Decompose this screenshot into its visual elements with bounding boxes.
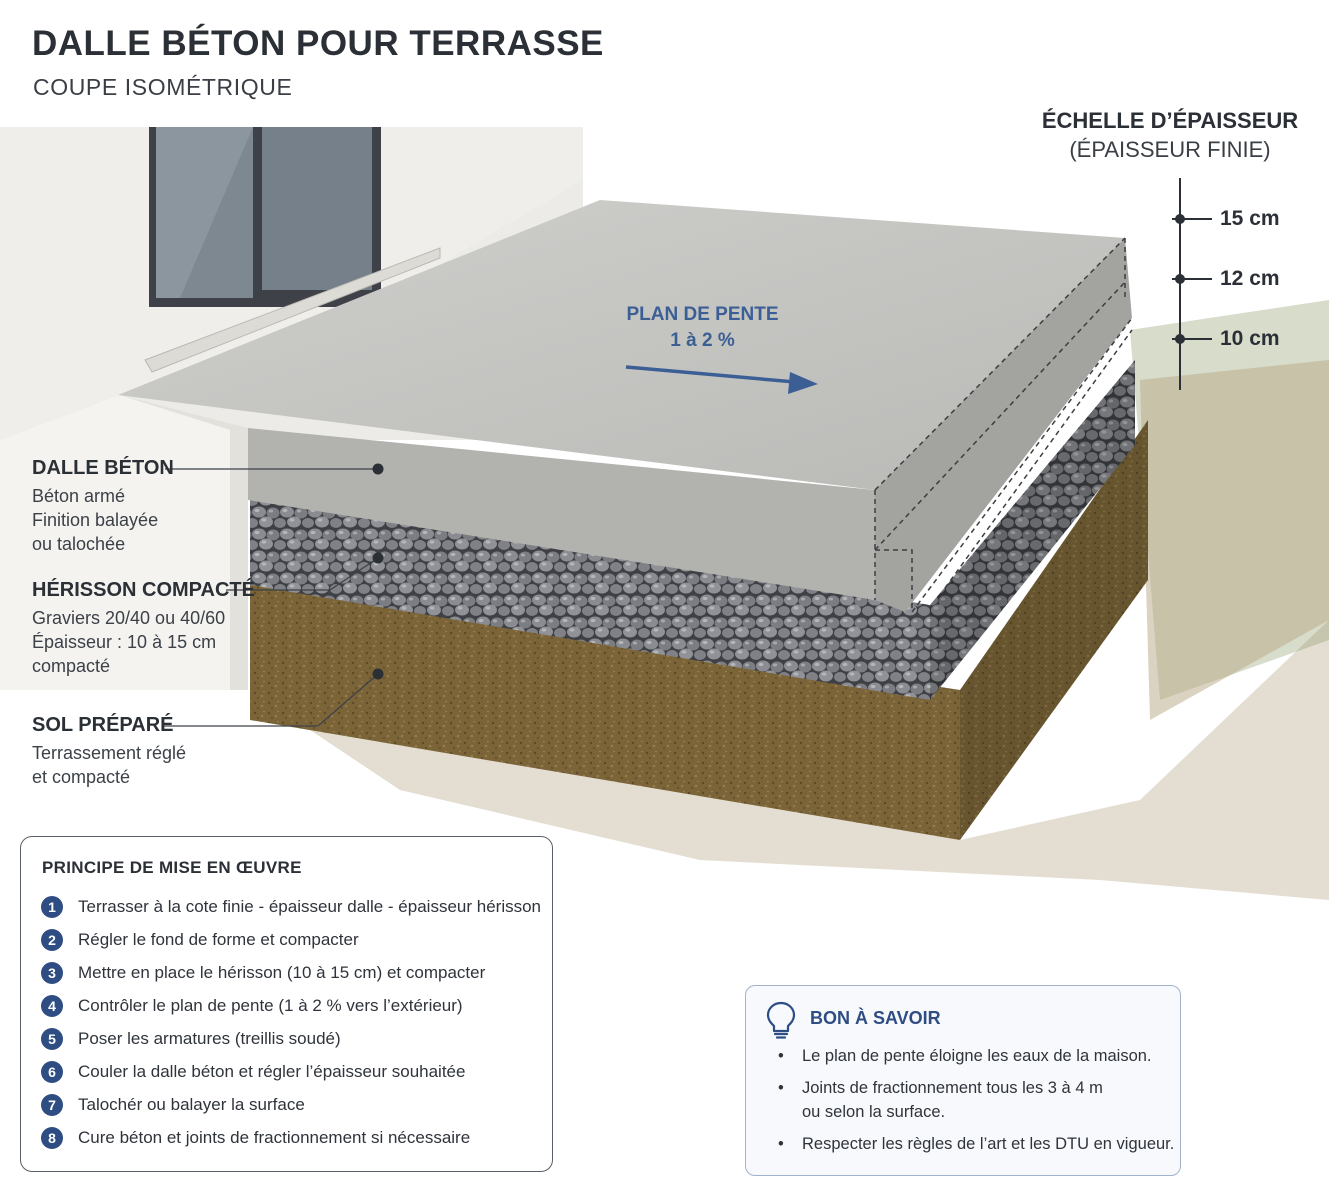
tip-text: ou selon la surface. [802,1103,946,1121]
step-item: 8 Cure béton et joints de fractionnement… [41,1125,470,1151]
callout-line: et compacté [32,767,131,787]
step-item: 4 Contrôler le plan de pente (1 à 2 % ve… [41,993,463,1019]
callout-herisson: HÉRISSON COMPACTÉ Graviers 20/40 ou 40/6… [32,579,255,678]
step-item: 2 Régler le fond de forme et compacter [41,927,359,953]
callout-line: compacté [32,656,111,676]
callout-line: Béton armé [32,486,126,506]
step-item: 7 Talochér ou balayer la surface [41,1092,305,1118]
step-text: Cure béton et joints de fractionnement s… [78,1128,471,1147]
scale-label-15: 15 cm [1220,207,1280,230]
lightbulb-icon [766,1001,796,1039]
step-text: Contrôler le plan de pente (1 à 2 % vers… [78,996,463,1015]
callout-line: Graviers 20/40 ou 40/60 [32,608,226,628]
bullet-icon: • [778,1079,784,1097]
step-number-badge: 5 [41,1028,63,1050]
step-text: Talochér ou balayer la surface [78,1095,305,1114]
step-item: 5 Poser les armatures (treillis soudé) [41,1026,341,1052]
step-text: Mettre en place le hérisson (10 à 15 cm)… [78,963,486,982]
page-subtitle: COUPE ISOMÉTRIQUE [33,74,293,100]
step-text: Terrasser à la cote finie - épaisseur da… [78,897,542,916]
callout-title: SOL PRÉPARÉ [32,714,174,736]
steps-panel: PRINCIPE DE MISE EN ŒUVRE 1 Terrasser à … [20,836,553,1172]
tip-panel: BON À SAVOIR • Le plan de pente éloigne l… [745,985,1181,1176]
steps-panel-title: PRINCIPE DE MISE EN ŒUVRE [42,858,302,877]
step-number-badge: 8 [41,1127,63,1149]
step-number-badge: 2 [41,929,63,951]
callout-sol-prepare: SOL PRÉPARÉ Terrassement réglé et compac… [32,714,186,789]
step-text: Couler la dalle béton et régler l’épaiss… [78,1062,466,1081]
slope-label-line1: PLAN DE PENTE [626,304,779,325]
step-number-badge: 6 [41,1061,63,1083]
scale-label-10: 10 cm [1220,327,1280,350]
callout-title: HÉRISSON COMPACTÉ [32,579,255,601]
bullet-icon: • [778,1047,784,1065]
page-title: DALLE BÉTON POUR TERRASSE [32,24,604,63]
tip-item: • Le plan de pente éloigne les eaux de la… [778,1044,1152,1068]
tip-panel-title: BON À SAVOIR [810,1008,941,1028]
scale-title: ÉCHELLE D’ÉPAISSEUR [1041,108,1299,133]
bullet-icon: • [778,1135,784,1153]
callout-dalle-beton: DALLE BÉTON Béton armé Finition balayée … [32,457,174,556]
step-number-badge: 7 [41,1094,63,1116]
tip-text: Joints de fractionnement tous les 3 à 4 … [802,1079,1103,1097]
callout-line: Épaisseur : 10 à 15 cm [32,632,217,652]
tip-text: Respecter les règles de l’art et les DTU… [802,1135,1175,1153]
step-number-badge: 1 [41,896,63,918]
callout-line: Finition balayée [32,510,159,530]
tip-item: • Respecter les règles de l’art et les DT… [778,1132,1174,1156]
step-text: Régler le fond de forme et compacter [78,930,359,949]
slope-label: PLAN DE PENTE 1 à 2 % [600,302,805,354]
tip-item: • Joints de fractionnement tous les 3 à 4… [778,1076,1103,1124]
slope-label-line2: 1 à 2 % [670,330,735,351]
callout-title: DALLE BÉTON [32,457,174,479]
step-item: 3 Mettre en place le hérisson (10 à 15 c… [41,960,485,986]
scale-subtitle: (ÉPAISSEUR FINIE) [1069,137,1271,162]
callout-line: ou talochée [32,534,126,554]
callout-line: Terrassement réglé [32,743,187,763]
step-number-badge: 4 [41,995,63,1017]
step-text: Poser les armatures (treillis soudé) [78,1029,341,1048]
step-item: 1 Terrasser à la cote finie - épaisseur … [41,894,541,920]
step-number-badge: 3 [41,962,63,984]
step-item: 6 Couler la dalle béton et régler l’épai… [41,1059,465,1085]
scale-label-12: 12 cm [1220,267,1280,290]
tip-text: Le plan de pente éloigne les eaux de la … [802,1047,1152,1065]
